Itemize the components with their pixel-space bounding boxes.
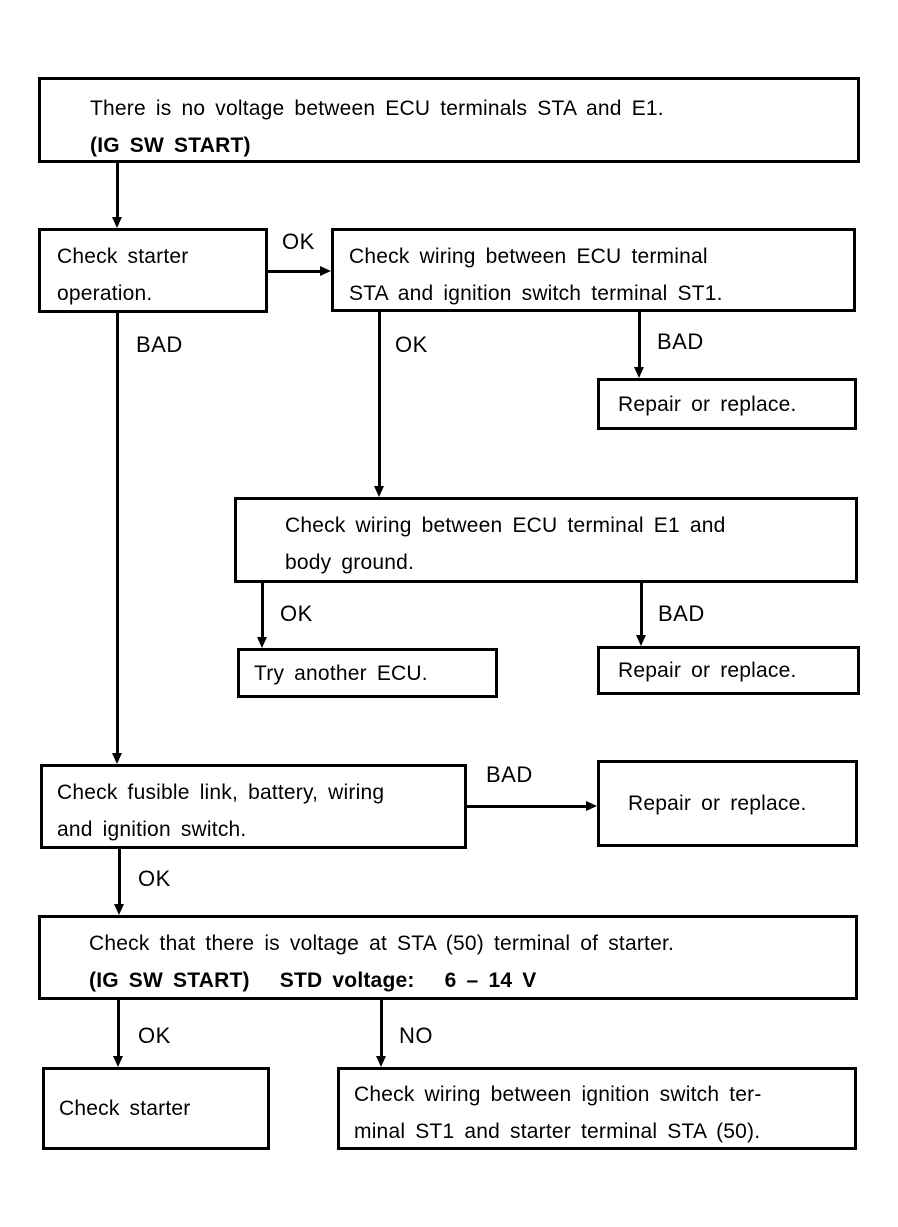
connector-b-c: [268, 270, 321, 273]
arrow-down-icon: [114, 904, 124, 915]
arrow-down-icon: [113, 1056, 123, 1067]
node-text: Check wiring between ignition switch ter…: [354, 1083, 762, 1106]
edge-label-bad-4: BAD: [486, 762, 533, 787]
node-repair-or-replace-1: Repair or replace.: [597, 378, 857, 430]
edge-label-ok-3: OK: [280, 601, 313, 626]
node-text: (IG SW START) STD voltage: 6 – 14 V: [89, 969, 537, 992]
arrow-down-icon: [634, 367, 644, 378]
node-check-starter-operation: Check starter operation.: [38, 228, 268, 313]
node-text: and ignition switch.: [57, 818, 247, 841]
node-check-wiring-e1-ground: Check wiring between ECU terminal E1 and…: [234, 497, 858, 583]
node-text: There is no voltage between ECU terminal…: [90, 97, 664, 120]
arrow-down-icon: [112, 753, 122, 764]
edge-label-ok-2: OK: [395, 332, 428, 357]
connector-c-r1: [638, 312, 641, 368]
arrow-down-icon: [112, 217, 122, 228]
edge-label-bad-1: BAD: [136, 332, 183, 357]
arrow-down-icon: [374, 486, 384, 497]
edge-label-bad-3: BAD: [658, 601, 705, 626]
node-text: Check starter: [59, 1097, 191, 1120]
arrow-right-icon: [586, 801, 597, 811]
node-check-wiring-sta-st1: Check wiring between ECU terminal STA an…: [331, 228, 856, 312]
node-repair-or-replace-3: Repair or replace.: [597, 760, 858, 847]
node-text: Check fusible link, battery, wiring: [57, 781, 385, 804]
connector-h-i: [117, 1000, 120, 1056]
node-text: Try another ECU.: [254, 661, 428, 685]
node-text: body ground.: [285, 551, 414, 574]
node-text: Check that there is voltage at STA (50) …: [89, 932, 675, 955]
edge-label-no-1: NO: [399, 1023, 433, 1048]
connector-f-h: [118, 849, 121, 905]
arrow-right-icon: [320, 266, 331, 276]
node-repair-or-replace-2: Repair or replace.: [597, 646, 860, 695]
node-check-starter: Check starter: [42, 1067, 270, 1150]
node-text: (IG SW START): [90, 134, 251, 157]
node-text: Check starter: [57, 245, 189, 268]
edge-label-ok-4: OK: [138, 866, 171, 891]
connector-c-d: [378, 312, 381, 487]
arrow-down-icon: [376, 1056, 386, 1067]
connector-d-e: [261, 583, 264, 638]
node-check-voltage-sta-50: Check that there is voltage at STA (50) …: [38, 915, 858, 1000]
node-text: operation.: [57, 282, 153, 305]
node-check-wiring-st1-sta50: Check wiring between ignition switch ter…: [337, 1067, 857, 1150]
node-text: STA and ignition switch terminal ST1.: [349, 282, 723, 305]
node-text: Check wiring between ECU terminal E1 and: [285, 514, 726, 537]
node-check-fusible-link: Check fusible link, battery, wiring and …: [40, 764, 467, 849]
node-try-another-ecu: Try another ECU.: [237, 648, 498, 698]
arrow-down-icon: [636, 635, 646, 646]
node-text: Repair or replace.: [618, 392, 797, 416]
node-text: Repair or replace.: [628, 792, 807, 815]
edge-label-ok-1: OK: [282, 229, 315, 254]
node-no-voltage-sta-e1: There is no voltage between ECU terminal…: [38, 77, 860, 163]
edge-label-bad-2: BAD: [657, 329, 704, 354]
connector-h-j: [380, 1000, 383, 1056]
edge-label-ok-5: OK: [138, 1023, 171, 1048]
arrow-down-icon: [257, 637, 267, 648]
connector-a-b: [116, 163, 119, 219]
node-text: Check wiring between ECU terminal: [349, 245, 708, 268]
connector-d-r2: [640, 583, 643, 636]
node-text: minal ST1 and starter terminal STA (50).: [354, 1120, 761, 1143]
connector-f-r3: [467, 805, 587, 808]
connector-b-f: [116, 313, 119, 753]
node-text: Repair or replace.: [618, 659, 797, 682]
